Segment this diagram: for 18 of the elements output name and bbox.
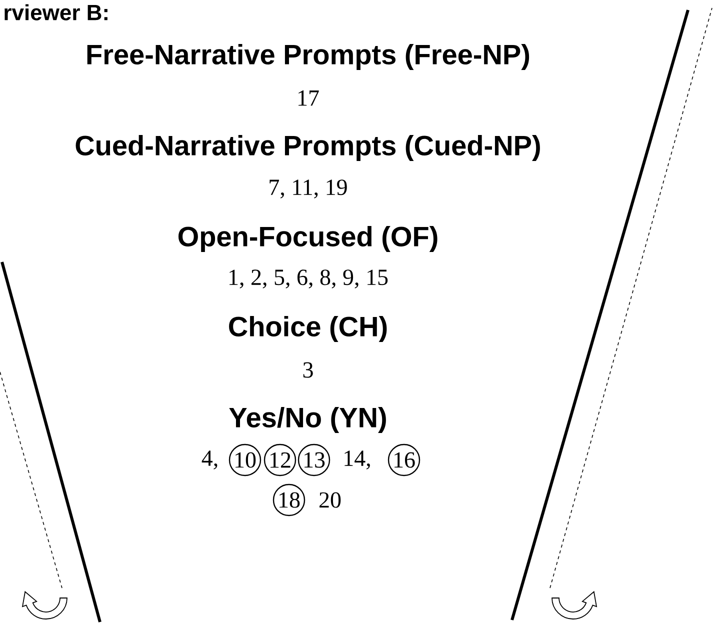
circled-number: 16 — [388, 444, 420, 476]
circled-number: 12 — [264, 444, 296, 476]
question-numbers: 20 — [320, 492, 341, 508]
question-numbers: 3 — [303, 362, 313, 378]
category-heading: Free-Narrative Prompts (Free-NP) — [87, 44, 530, 70]
question-numbers: 17 — [298, 90, 319, 106]
category-heading: Cued-Narrative Prompts (Cued-NP) — [76, 134, 540, 162]
circled-number: 10 — [228, 444, 262, 476]
question-numbers: 4, — [202, 450, 218, 470]
category-heading: Open-Focused (OF) — [178, 226, 438, 252]
circled-number: 18 — [272, 484, 306, 516]
question-numbers: 14, — [344, 450, 370, 470]
category-heading: Choice (CH) — [229, 316, 387, 342]
question-numbers: 1, 2, 5, 6, 8, 9, 15 — [230, 270, 388, 288]
category-heading: Yes/No (YN) — [229, 406, 386, 434]
question-numbers: 7, 11, 19 — [270, 180, 347, 198]
circled-number: 13 — [298, 444, 330, 476]
header-text: rviewer B: — [4, 4, 108, 20]
